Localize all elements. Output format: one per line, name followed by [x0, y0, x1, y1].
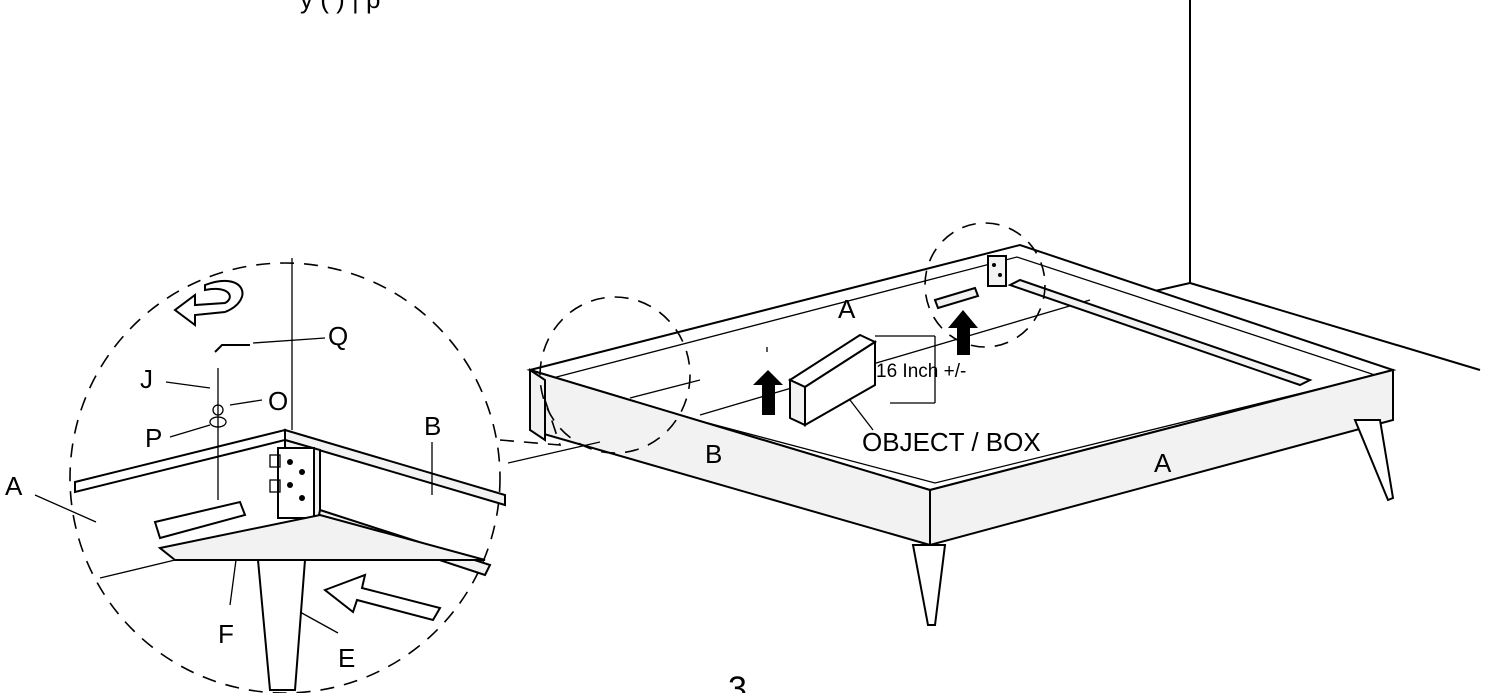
object-label: OBJECT / BOX: [862, 427, 1041, 457]
detail-callout-circle: [69, 262, 501, 693]
detail-leaders: [34, 337, 433, 634]
label-a-right: A: [1154, 448, 1172, 478]
callout-left-corner: [539, 296, 691, 454]
label-p: P: [145, 423, 162, 453]
detail-drawing: [74, 258, 506, 691]
label-a-top: A: [838, 294, 856, 324]
label-b-front: B: [705, 439, 722, 469]
header-text: y ( ) | p: [300, 0, 380, 14]
bed-frame: [526, 243, 1397, 626]
label-e: E: [338, 643, 355, 673]
label-a-detail: A: [5, 471, 23, 501]
dimension-label: 16 Inch +/-: [876, 361, 966, 382]
room-lines: [1154, 0, 1481, 371]
rotate-arrow-icon: [173, 279, 244, 327]
dimension-bracket: [875, 335, 936, 404]
label-b-detail: B: [424, 411, 441, 441]
label-q: Q: [328, 321, 348, 351]
push-arrow-icon: [322, 573, 442, 622]
step-number: 3: [728, 670, 747, 693]
object-box: [787, 333, 878, 427]
label-j: J: [140, 364, 153, 394]
label-f: F: [218, 619, 234, 649]
lift-arrows: [753, 310, 978, 415]
callout-back-corner: [924, 222, 1046, 348]
up-arrow-icon: [753, 370, 783, 415]
label-o: O: [268, 386, 288, 416]
up-arrow-icon: [948, 310, 978, 355]
